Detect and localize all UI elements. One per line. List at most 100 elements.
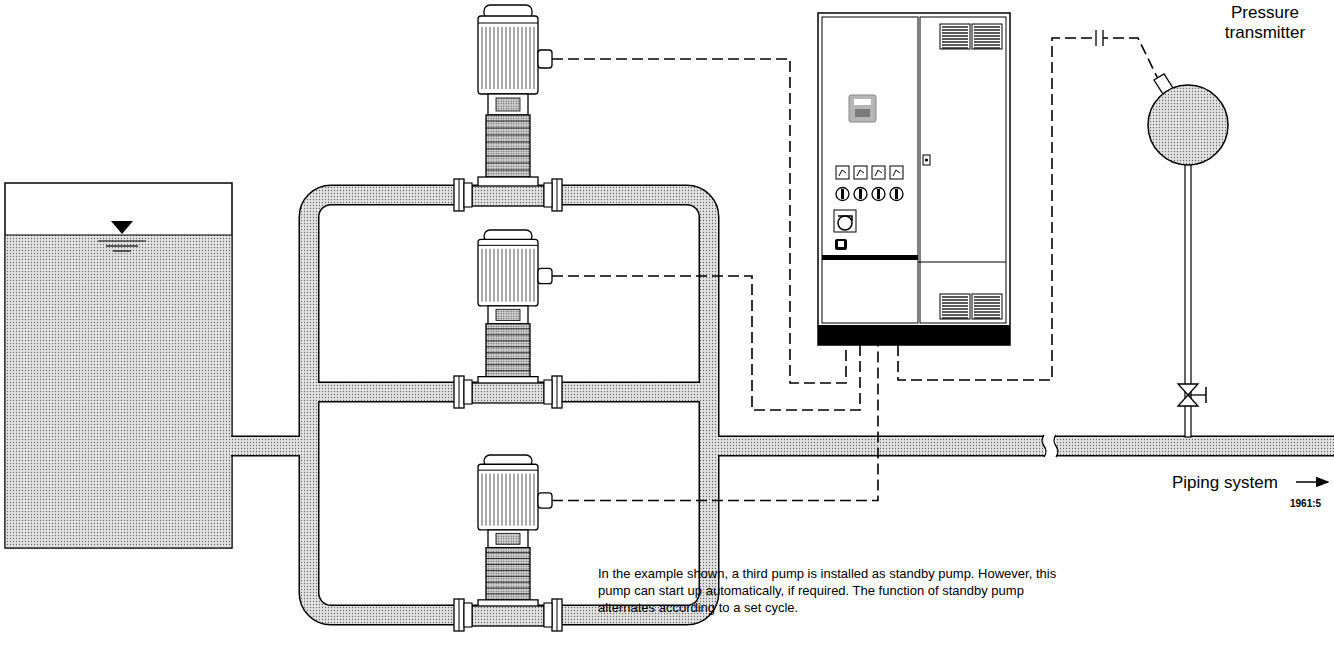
motor-fin xyxy=(510,27,511,89)
pipe-flange xyxy=(454,179,464,211)
vent-slat xyxy=(974,311,1000,312)
switch-knob xyxy=(859,189,862,199)
flange-bolt xyxy=(464,183,472,207)
pipe-flange xyxy=(552,376,562,408)
motor-band xyxy=(478,245,538,246)
coupling-window xyxy=(496,533,520,544)
explanatory-note: In the example shown, a third pump is in… xyxy=(598,566,1060,617)
vent-slat xyxy=(974,299,1000,300)
motor-fin xyxy=(506,474,507,526)
vent-slat xyxy=(974,41,1000,42)
cabinet-plinth xyxy=(818,325,1010,345)
motor-housing xyxy=(478,239,538,306)
vent-slat xyxy=(942,302,968,303)
signal-cable xyxy=(552,59,846,383)
vent-slat xyxy=(974,29,1000,30)
vent-slat xyxy=(942,41,968,42)
stage-rib xyxy=(486,328,530,329)
indicator-lamp xyxy=(872,166,885,179)
door-lock-key xyxy=(925,158,928,161)
stage-rib xyxy=(486,593,530,594)
motor-fin xyxy=(482,27,483,89)
motor-fin xyxy=(486,474,487,526)
flange-joint xyxy=(557,376,558,408)
motor-fin xyxy=(518,249,519,302)
cable-break-mark xyxy=(1102,30,1103,46)
motor-fin xyxy=(498,249,499,302)
control-cabinet xyxy=(818,13,1010,345)
vent-slat xyxy=(974,305,1000,306)
stage-rib xyxy=(486,340,530,341)
motor-fin xyxy=(506,249,507,302)
lamp-symbol xyxy=(839,170,846,176)
motor-band xyxy=(478,470,538,471)
motor-fin xyxy=(534,474,535,526)
cabinet-door xyxy=(822,17,918,323)
stage-rib xyxy=(486,358,530,359)
pressure-vessel xyxy=(1148,85,1228,165)
flange-joint xyxy=(557,599,558,631)
motor-fin xyxy=(498,474,499,526)
vent-slat xyxy=(974,314,1000,315)
vertical-pump xyxy=(454,230,562,408)
stage-rib xyxy=(486,352,530,353)
coupling-window xyxy=(496,98,520,111)
vent-slat xyxy=(974,35,1000,36)
motor-fin xyxy=(526,249,527,302)
signal-cables xyxy=(552,30,1162,500)
vent-grille xyxy=(940,24,970,49)
stage-rib xyxy=(486,558,530,559)
stage-rib xyxy=(486,588,530,589)
display-keys xyxy=(855,109,870,117)
water-level-line xyxy=(113,250,131,251)
panel-band xyxy=(822,255,918,260)
motor-fin xyxy=(502,249,503,302)
vent-slat xyxy=(942,311,968,312)
selector-switch xyxy=(890,188,903,201)
pipe-flange xyxy=(454,599,464,631)
vent-slat xyxy=(942,299,968,300)
terminal-box xyxy=(538,50,552,68)
motor-fin xyxy=(530,249,531,302)
motor-fin xyxy=(534,27,535,89)
flange-joint xyxy=(557,179,558,211)
cabinet-body xyxy=(818,13,1010,345)
motor-fin xyxy=(502,27,503,89)
motor-housing xyxy=(478,464,538,530)
pipe-outline xyxy=(309,195,709,615)
vent-slat xyxy=(974,308,1000,309)
lamp-symbol xyxy=(893,170,900,176)
motor-fin xyxy=(510,249,511,302)
vent-slat xyxy=(942,314,968,315)
switch-knob xyxy=(841,189,844,199)
selector-switch xyxy=(872,188,885,201)
stage-rib xyxy=(486,128,530,129)
motor-fin xyxy=(494,474,495,526)
water-level-symbol xyxy=(111,221,133,234)
coupling-window xyxy=(496,309,520,320)
motor-fin xyxy=(490,27,491,89)
vent-slat xyxy=(974,317,1000,318)
vent-slat xyxy=(974,38,1000,39)
pump-stack xyxy=(486,548,530,600)
stage-rib xyxy=(486,370,530,371)
motor-fin xyxy=(526,474,527,526)
water-surface xyxy=(5,235,232,236)
pump-symbol xyxy=(838,216,852,230)
motor-fin xyxy=(518,474,519,526)
water-level-line xyxy=(106,245,138,246)
vent-slat xyxy=(974,44,1000,45)
terminal-box xyxy=(538,268,552,283)
motor-fin xyxy=(514,474,515,526)
motor-fin xyxy=(522,474,523,526)
stage-rib xyxy=(486,346,530,347)
vent-slat xyxy=(974,47,1000,48)
switch-knob xyxy=(895,189,898,199)
motor-fin xyxy=(506,27,507,89)
motor-fin xyxy=(530,474,531,526)
motor-fin xyxy=(522,249,523,302)
motor-fin xyxy=(482,249,483,302)
lantern xyxy=(488,306,528,324)
vent-slat xyxy=(942,305,968,306)
pipe-break-mark xyxy=(1054,435,1058,457)
